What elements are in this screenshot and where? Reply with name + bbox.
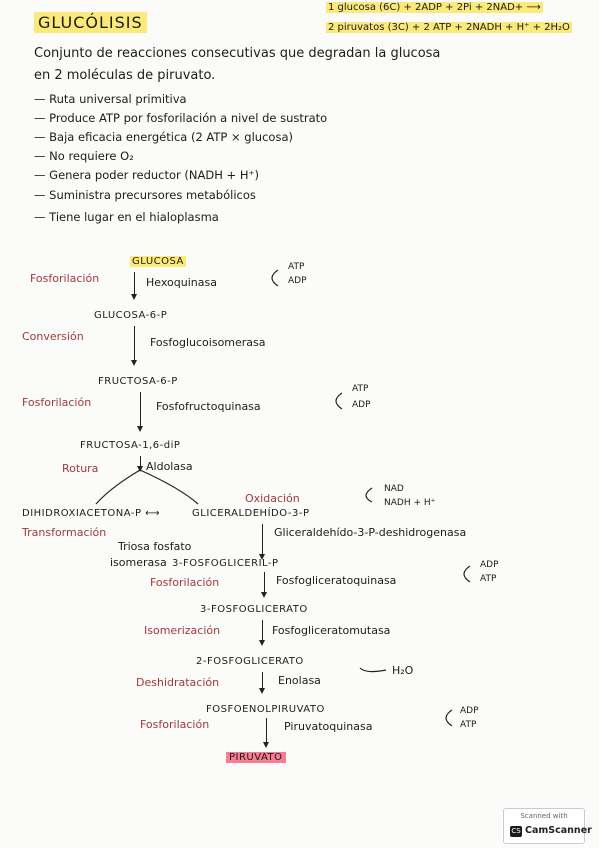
cofactor-curve-3 — [335, 392, 343, 410]
enzyme-triosa-1: Triosa fosfato — [118, 540, 192, 553]
metabolite-dhap: DIHIDROXIACETONA-P ⟷ — [22, 508, 160, 519]
cofactor-in: ATP — [288, 262, 305, 272]
process-label-transformacion: Transformación — [22, 526, 107, 539]
enzyme-label: Fosfoglucoisomerasa — [150, 336, 266, 349]
cofactor-in: NAD — [384, 484, 404, 494]
cofactor-in: ATP — [352, 384, 369, 394]
down-arrow — [258, 620, 266, 646]
metabolite-glucosa: GLUCOSA — [130, 256, 186, 267]
cofactor-in: ADP — [460, 706, 479, 716]
cofactor-out: ADP — [288, 276, 307, 286]
cofactor-curve-1 — [271, 269, 279, 287]
down-arrow — [136, 392, 144, 432]
cofactor-curve-6 — [463, 565, 471, 583]
enzyme-label: Fosfofructoquinasa — [156, 400, 261, 413]
enzyme-label: Enolasa — [278, 674, 321, 687]
page-title: GLUCÓLISIS — [34, 12, 147, 33]
process-label: Fosforilación — [22, 396, 92, 409]
enzyme-label: Fosfogliceratomutasa — [272, 624, 391, 637]
metabolite-g6p: GLUCOSA-6-P — [94, 310, 168, 321]
metabolite-g3p: GLICERALDEHÍDO-3-P — [192, 508, 310, 519]
camscanner-badge: Scanned with CS CamScanner — [503, 808, 592, 844]
process-label: Rotura — [62, 462, 99, 475]
metabolite-f16dp: FRUCTOSA-1,6-diP — [80, 440, 181, 451]
down-arrow — [130, 272, 138, 300]
enzyme-label: Piruvatoquinasa — [284, 720, 373, 733]
bullet-item: — No requiere O₂ — [34, 149, 134, 163]
process-label: Deshidratación — [136, 676, 220, 689]
water-product: H₂O — [392, 664, 414, 677]
cofactor-curve-5 — [365, 487, 373, 503]
camscanner-logo-icon: CS — [510, 826, 522, 837]
scanned-with-label: Scanned with — [520, 812, 568, 820]
equation-line-1: 1 glucosa (6C) + 2ADP + 2Pi + 2NAD+ ⟶ — [326, 2, 543, 13]
equation-line-2: 2 piruvatos (3C) + 2 ATP + 2NADH + H⁺ + … — [326, 22, 572, 33]
cofactor-out: ATP — [460, 720, 477, 730]
enzyme-label: Hexoquinasa — [146, 276, 217, 289]
metabolite-3pg: 3-FOSFOGLICERATO — [200, 604, 308, 615]
down-arrow — [260, 572, 268, 598]
process-label: Conversión — [22, 330, 84, 343]
enzyme-triosa-2: isomerasa — [110, 556, 167, 569]
h2o-arrow — [359, 667, 387, 673]
metabolite-2pg: 2-FOSFOGLICERATO — [196, 656, 304, 667]
enzyme-label: Fosfogliceratoquinasa — [276, 574, 397, 587]
enzyme-label: Aldolasa — [146, 460, 193, 473]
cofactor-in: ADP — [480, 560, 499, 570]
branch-left-line — [95, 469, 141, 505]
process-label: Fosforilación — [150, 576, 220, 589]
process-label: Isomerización — [144, 624, 221, 637]
down-arrow — [258, 672, 266, 694]
cofactor-out: ATP — [480, 574, 497, 584]
metabolite-piruvato: PIRUVATO — [226, 752, 286, 763]
down-arrow — [262, 718, 270, 748]
branch-right-line — [139, 469, 199, 505]
bullet-item: — Genera poder reductor (NADH + H⁺) — [34, 168, 260, 182]
down-arrow — [258, 524, 266, 560]
bullet-item: — Suministra precursores metabólicos — [34, 188, 256, 202]
camscanner-label: CamScanner — [525, 825, 592, 836]
process-label: Fosforilación — [30, 272, 100, 285]
metabolite-bpg: 3-FOSFOGLICERIL-P — [172, 558, 279, 569]
intro-line-1: Conjunto de reacciones consecutivas que … — [34, 46, 441, 61]
process-label: Fosforilación — [140, 718, 210, 731]
cofactor-out: NADH + H⁺ — [384, 498, 436, 508]
process-label: Oxidación — [245, 492, 300, 505]
metabolite-pep: FOSFOENOLPIRUVATO — [206, 704, 325, 715]
metabolite-f6p: FRUCTOSA-6-P — [98, 376, 178, 387]
cofactor-curve-9 — [445, 709, 453, 727]
bullet-item: — Tiene lugar en el hialoplasma — [34, 210, 219, 224]
down-arrow — [136, 456, 144, 472]
bullet-item: — Baja eficacia energética (2 ATP × gluc… — [34, 130, 293, 144]
down-arrow — [130, 326, 138, 366]
bullet-item: — Produce ATP por fosforilación a nivel … — [34, 111, 328, 125]
cofactor-out: ADP — [352, 400, 371, 410]
intro-line-2: en 2 moléculas de piruvato. — [34, 68, 216, 83]
enzyme-label: Gliceraldehído-3-P-deshidrogenasa — [274, 526, 467, 539]
bullet-item: — Ruta universal primitiva — [34, 92, 187, 106]
